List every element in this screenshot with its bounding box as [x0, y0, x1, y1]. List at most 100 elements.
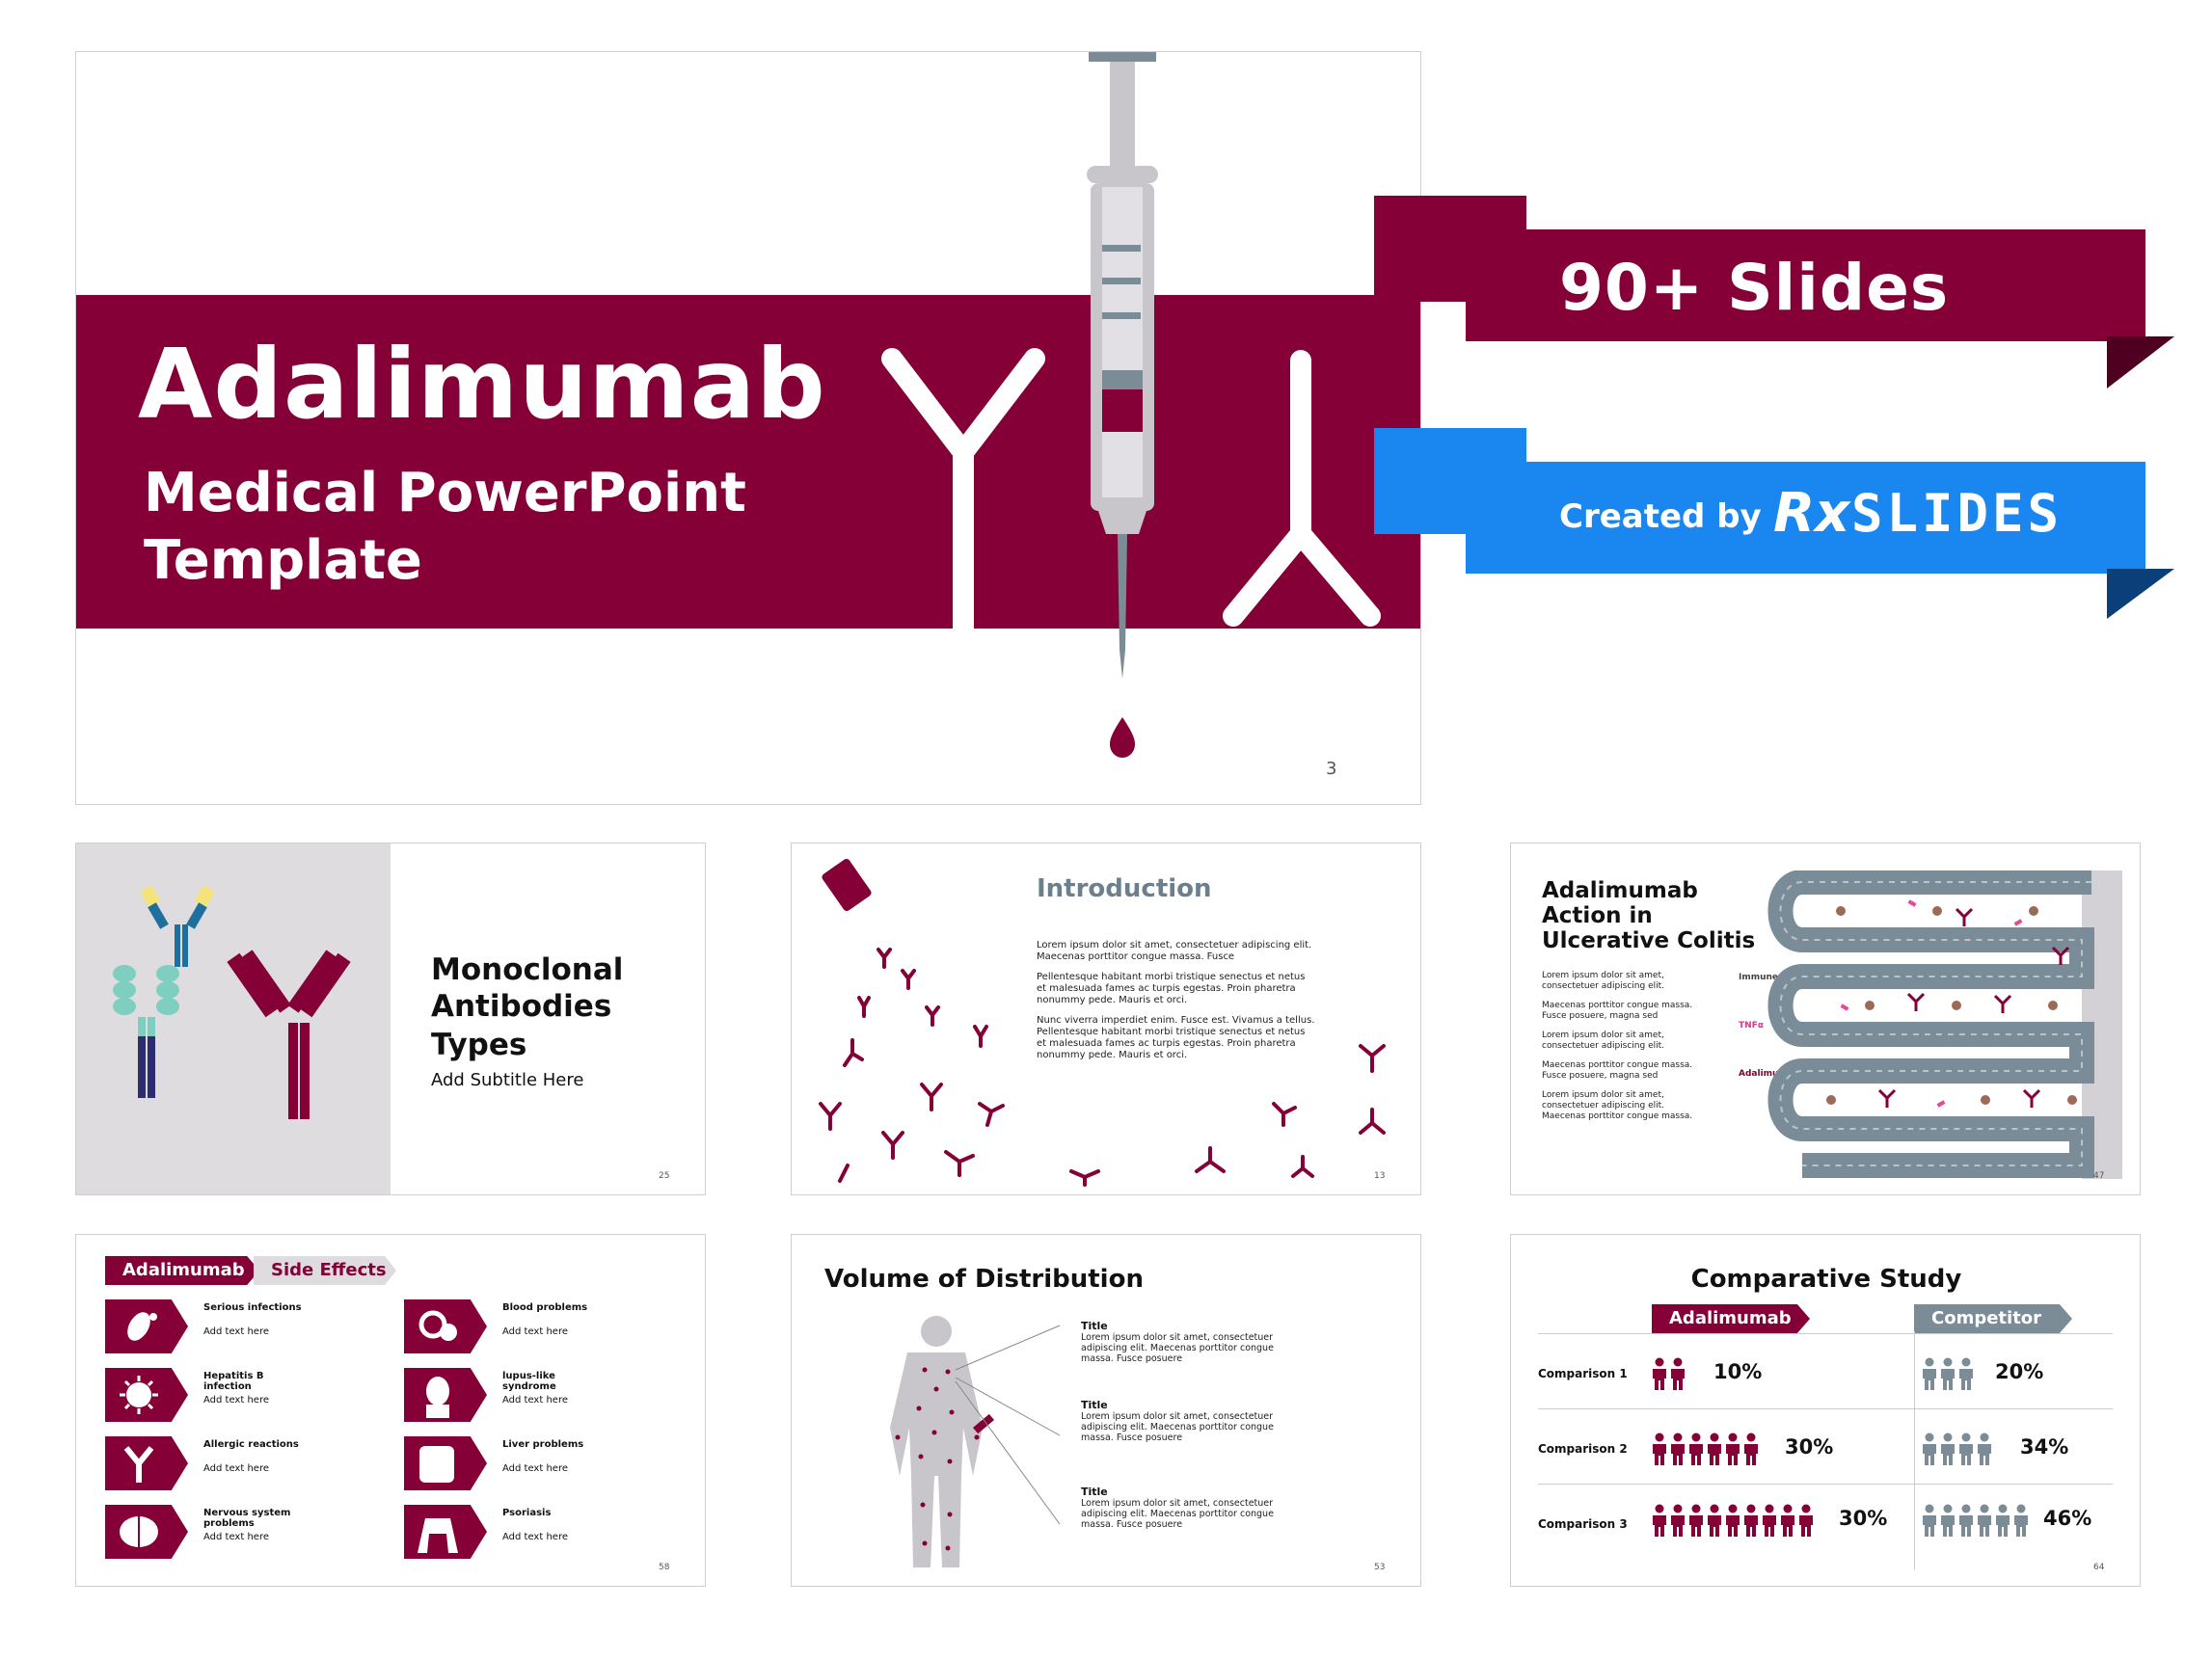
item-subtitle: Add text here	[203, 1326, 269, 1337]
slides-count-banner: 90+ Slides	[1374, 196, 2174, 388]
person-icon	[1923, 1357, 1936, 1390]
paragraph: Maecenas porttitor congue massa. Fusce p…	[1542, 1001, 1693, 1021]
intro-body: Lorem ipsum dolor sit amet, consectetuer…	[1037, 940, 1316, 1070]
legend-immune-cell: Immune cell	[1739, 973, 1798, 982]
person-icon	[1781, 1504, 1794, 1537]
table-row: Comparison 1 10% 20%	[1538, 1334, 2113, 1409]
slide-introduction[interactable]: Introduction Lorem ipsum dolor sit amet,…	[791, 843, 1421, 1195]
virus-icon	[105, 1368, 188, 1422]
page-number: 47	[2093, 1171, 2105, 1181]
person-icon	[1941, 1432, 1955, 1465]
column-header-competitor: Competitor	[1914, 1304, 2072, 1333]
value-b: 34%	[2020, 1435, 2069, 1459]
syringe-icon	[1087, 52, 1158, 758]
item-subtitle: Add text here	[203, 1395, 269, 1406]
slides-count-text: 90+ Slides	[1559, 251, 1950, 325]
person-icon	[1978, 1504, 1991, 1537]
person-icon	[1996, 1504, 2010, 1537]
item-subtitle: Add text here	[502, 1463, 568, 1474]
item-subtitle: Add text here	[502, 1532, 568, 1542]
people-icons-b	[1922, 1504, 2034, 1540]
slide-volume-distribution[interactable]: Volume of Distribution Title Lorem ipsum…	[791, 1234, 1421, 1587]
row-label: Comparison 2	[1538, 1442, 1628, 1456]
side-effect-item: Liver problems Add text here	[404, 1436, 693, 1490]
slide-title: Introduction	[1037, 874, 1212, 903]
info-block: Title Lorem ipsum dolor sit amet, consec…	[1081, 1320, 1274, 1364]
item-subtitle: Add text here	[502, 1326, 568, 1337]
person-icon	[1923, 1432, 1936, 1465]
blood-cells-icon	[404, 1299, 487, 1353]
table-row: Comparison 2 30% 34%	[1538, 1409, 2113, 1485]
page-number: 64	[2093, 1563, 2105, 1572]
person-icon	[1671, 1504, 1685, 1537]
value-b: 20%	[1995, 1360, 2044, 1383]
person-icon	[1923, 1504, 1936, 1537]
table-row: Comparison 3 30% 46%	[1538, 1485, 2113, 1560]
person-icon	[1959, 1357, 1973, 1390]
antibody-inverted-icon	[1223, 350, 1381, 627]
paragraph: Pellentesque habitant morbi tristique se…	[1037, 1027, 1306, 1060]
slide-side-effects[interactable]: Adalimumab Side Effects Serious infectio…	[75, 1234, 706, 1587]
table-divider	[1914, 1331, 1915, 1570]
side-effect-item: Psoriasis Add text here	[404, 1505, 693, 1559]
people-icons-a	[1652, 1357, 1690, 1394]
colon-wall-diagram	[1767, 870, 2122, 1179]
side-effect-item: lupus-like syndrome Add text here	[404, 1368, 693, 1422]
person-icon	[1653, 1357, 1666, 1390]
item-title: Serious infections	[203, 1302, 302, 1313]
person-icon	[1653, 1504, 1666, 1537]
person-icon	[1689, 1432, 1703, 1465]
person-icon	[1959, 1432, 1973, 1465]
illustration-panel	[76, 843, 391, 1194]
info-block: Title Lorem ipsum dolor sit amet, consec…	[1081, 1399, 1274, 1443]
side-effect-item: Allergic reactions Add text here	[105, 1436, 394, 1490]
paragraph: Lorem ipsum dolor sit amet, consectetuer…	[1542, 971, 1665, 991]
antibody-types-illustration	[113, 886, 351, 1119]
side-effect-item: Serious infections Add text here	[105, 1299, 394, 1353]
person-icon	[1959, 1504, 1973, 1537]
tag-adalimumab: Adalimumab	[105, 1256, 259, 1285]
person-icon	[1689, 1504, 1703, 1537]
page-number: 58	[659, 1563, 670, 1572]
item-subtitle: Add text here	[502, 1395, 568, 1406]
slide-title-line2: Action in	[1542, 903, 1653, 928]
person-icon	[1763, 1504, 1776, 1537]
item-text: Lorem ipsum dolor sit amet, consectetuer…	[1081, 1332, 1274, 1364]
slide-title: Comparative Study	[1690, 1265, 1962, 1294]
slide-comparative-study[interactable]: Comparative Study Adalimumab Competitor …	[1510, 1234, 2141, 1587]
item-title: Blood problems	[502, 1302, 588, 1313]
slide-action-colitis[interactable]: Adalimumab Action in Ulcerative Colitis …	[1510, 843, 2141, 1195]
created-by-text: Created by	[1559, 497, 1762, 536]
slide-title-line3: Types	[431, 1028, 527, 1062]
page-number: 25	[659, 1171, 670, 1181]
person-icon	[1726, 1432, 1740, 1465]
hero-subtitle-line1: Medical PowerPoint	[144, 462, 746, 524]
liver-icon	[404, 1436, 487, 1490]
item-text: Lorem ipsum dolor sit amet, consectetuer…	[1081, 1411, 1274, 1443]
item-title: Liver problems	[502, 1439, 584, 1450]
paragraph: Lorem ipsum dolor sit amet, consectetuer…	[1037, 940, 1312, 962]
antibody-icon	[881, 348, 1045, 641]
people-icons-b	[1922, 1357, 1980, 1394]
people-icons-b	[1922, 1432, 1997, 1469]
person-icon	[1978, 1432, 1991, 1465]
person-icon	[1708, 1432, 1721, 1465]
slide-antibody-types[interactable]: Monoclonal Antibodies Types Add Subtitle…	[75, 843, 706, 1195]
item-text: Lorem ipsum dolor sit amet, consectetuer…	[1081, 1498, 1274, 1530]
paragraph: Lorem ipsum dolor sit amet, consectetuer…	[1542, 1031, 1665, 1051]
page-number: 13	[1374, 1171, 1386, 1181]
face-rash-icon	[404, 1368, 487, 1422]
slide-title-line1: Monoclonal	[431, 952, 624, 987]
item-title: Psoriasis	[502, 1508, 552, 1518]
hero-subtitle-line2: Template	[144, 529, 422, 592]
hero-title: Adalimumab	[138, 328, 826, 441]
slide-title-line1: Adalimumab	[1542, 878, 1698, 903]
people-icons-a	[1652, 1504, 1818, 1540]
hero-slide[interactable]: Adalimumab Medical PowerPoint Template 3	[75, 51, 1421, 805]
page-number: 3	[1326, 759, 1337, 779]
human-body-illustration	[890, 1316, 994, 1567]
slide-title: Volume of Distribution	[824, 1265, 1144, 1294]
side-effect-item: Hepatitis B infection Add text here	[105, 1368, 394, 1422]
person-icon	[1744, 1432, 1758, 1465]
slide-title-line3: Ulcerative Colitis	[1542, 928, 1756, 953]
